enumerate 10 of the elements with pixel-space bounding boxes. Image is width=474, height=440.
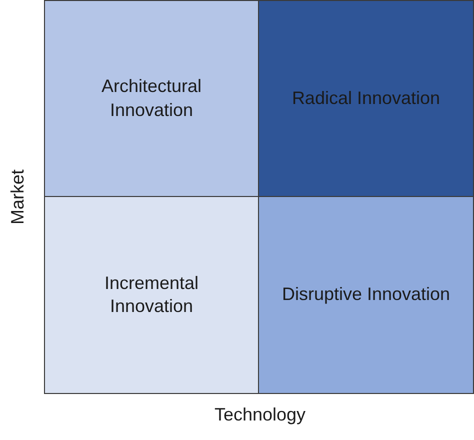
axis-label: Market (8, 170, 28, 224)
quadrant-label: Architectural Innovation (100, 75, 203, 122)
axis-label: Technology (214, 404, 306, 426)
quadrant-label: Radical Innovation (290, 86, 442, 110)
quadrant-label: Incremental Innovation (103, 272, 200, 318)
quadrant-cell (258, 0, 474, 197)
quadrant-cell (258, 196, 474, 394)
quadrant-cell (44, 0, 259, 197)
quadrant-label: Disruptive Innovation (281, 283, 451, 306)
quadrant-cell (44, 196, 259, 394)
